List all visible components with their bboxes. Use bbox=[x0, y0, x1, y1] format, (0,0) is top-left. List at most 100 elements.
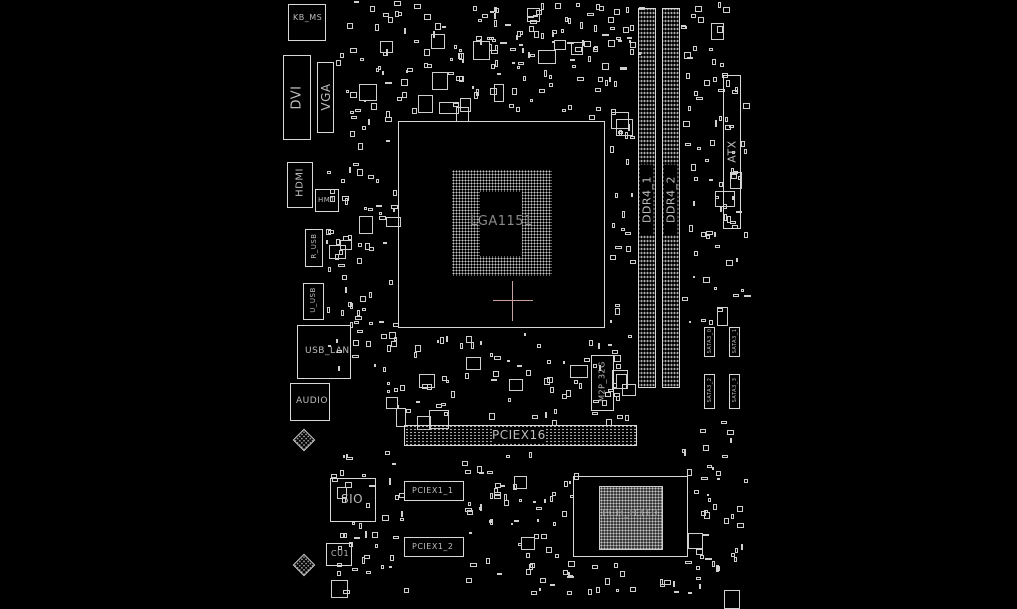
smd-pad bbox=[688, 592, 692, 594]
atx-connector[interactable] bbox=[723, 75, 741, 229]
smd-pad bbox=[730, 172, 742, 189]
smd-pad bbox=[521, 537, 535, 550]
smd-pad bbox=[534, 534, 539, 539]
smd-pad bbox=[569, 481, 571, 484]
pch-frame[interactable] bbox=[573, 476, 688, 557]
smd-pad bbox=[393, 536, 399, 539]
smd-pad bbox=[731, 553, 735, 557]
smd-pad bbox=[497, 573, 502, 575]
sio-chip[interactable] bbox=[330, 478, 376, 522]
audio-connector[interactable] bbox=[290, 383, 330, 421]
smd-pad bbox=[555, 554, 559, 558]
smd-pad bbox=[418, 95, 433, 113]
sata3-3-connector[interactable] bbox=[729, 374, 740, 409]
smd-pad bbox=[393, 190, 397, 196]
smd-pad bbox=[538, 50, 556, 64]
smd-pad bbox=[547, 377, 553, 383]
smd-pad bbox=[630, 25, 634, 31]
smd-pad bbox=[379, 321, 384, 323]
smd-pad bbox=[477, 466, 482, 473]
smd-pad bbox=[451, 391, 455, 398]
smd-pad bbox=[724, 590, 740, 609]
smd-pad bbox=[480, 341, 482, 345]
smd-pad bbox=[359, 523, 362, 529]
smd-pad bbox=[494, 492, 501, 496]
smd-pad bbox=[494, 356, 501, 360]
smd-pad bbox=[605, 392, 611, 397]
hm1-chip[interactable] bbox=[315, 189, 339, 212]
smd-pad bbox=[375, 544, 378, 548]
smd-pad bbox=[362, 126, 366, 130]
smd-pad bbox=[598, 77, 603, 82]
smd-pad bbox=[708, 498, 711, 502]
usb-lan-connector[interactable] bbox=[297, 325, 351, 379]
cpu-socket-frame[interactable] bbox=[398, 121, 605, 328]
pch-chip[interactable] bbox=[599, 486, 663, 550]
smd-pad bbox=[528, 52, 530, 58]
smd-pad bbox=[514, 476, 527, 489]
smd-pad bbox=[570, 575, 573, 577]
smd-pad bbox=[382, 71, 384, 75]
smd-pad bbox=[446, 380, 449, 383]
smd-pad bbox=[705, 159, 709, 162]
smd-pad bbox=[338, 546, 342, 550]
smd-pad bbox=[712, 59, 716, 65]
r-usb-connector[interactable] bbox=[305, 229, 323, 267]
smd-pad bbox=[339, 250, 343, 255]
smd-pad bbox=[346, 90, 349, 93]
m2-slot[interactable] bbox=[591, 355, 614, 411]
smd-pad bbox=[555, 3, 561, 9]
smd-pad bbox=[480, 39, 482, 45]
cursor-crosshair-h bbox=[493, 300, 533, 301]
smd-pad bbox=[345, 482, 352, 488]
smd-pad bbox=[715, 245, 720, 248]
vga-connector[interactable] bbox=[317, 62, 334, 133]
smd-pad bbox=[568, 105, 572, 110]
sata3-1-connector[interactable] bbox=[729, 327, 740, 357]
pciex1-2-slot[interactable] bbox=[404, 537, 464, 557]
smd-pad bbox=[355, 109, 361, 112]
sata3-0-connector[interactable] bbox=[704, 327, 715, 357]
smd-pad bbox=[530, 20, 537, 24]
smd-pad bbox=[694, 91, 698, 96]
smd-pad bbox=[570, 365, 588, 378]
kb-ms-connector[interactable] bbox=[288, 4, 326, 41]
smd-pad bbox=[622, 384, 636, 396]
smd-pad bbox=[466, 578, 472, 583]
smd-pad bbox=[673, 581, 675, 587]
smd-pad bbox=[381, 334, 387, 339]
smd-pad bbox=[730, 221, 736, 224]
smd-pad bbox=[741, 141, 745, 147]
smd-pad bbox=[550, 496, 553, 502]
smd-pad bbox=[354, 321, 359, 324]
smd-pad bbox=[468, 502, 471, 506]
smd-pad bbox=[381, 565, 384, 569]
smd-pad bbox=[490, 493, 493, 499]
smd-pad bbox=[517, 31, 521, 37]
smd-pad bbox=[516, 107, 520, 112]
smd-pad bbox=[491, 50, 498, 54]
smd-pad bbox=[700, 429, 706, 433]
smd-pad bbox=[328, 345, 331, 347]
smd-pad bbox=[718, 2, 721, 8]
smd-pad bbox=[379, 212, 382, 215]
smd-pad bbox=[715, 191, 735, 207]
dvi-connector[interactable] bbox=[283, 55, 311, 140]
smd-pad bbox=[743, 103, 750, 109]
smd-pad bbox=[718, 89, 725, 92]
smd-pad bbox=[550, 387, 554, 393]
hdmi-connector[interactable] bbox=[287, 162, 313, 208]
pch-label: PCH_H310 bbox=[602, 508, 659, 519]
smd-pad bbox=[610, 27, 615, 30]
smd-pad bbox=[414, 40, 419, 43]
pciex1-1-slot[interactable] bbox=[404, 481, 464, 501]
u-usb-connector[interactable] bbox=[303, 283, 324, 320]
smd-pad bbox=[522, 48, 524, 53]
smd-pad bbox=[711, 23, 724, 40]
smd-pad bbox=[326, 229, 331, 235]
diamond-chip bbox=[292, 428, 316, 452]
cu1-chip[interactable] bbox=[326, 543, 352, 566]
smd-pad bbox=[482, 14, 488, 18]
smd-pad bbox=[699, 584, 701, 589]
sata3-2-connector[interactable] bbox=[704, 374, 715, 409]
